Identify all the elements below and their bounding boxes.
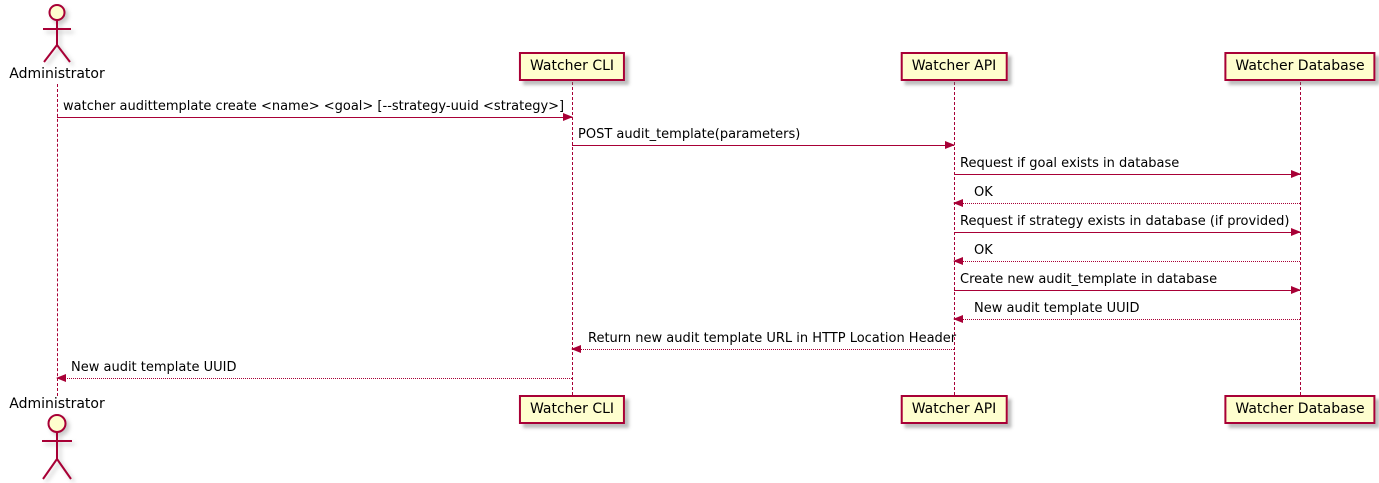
message-line (954, 203, 1300, 204)
message-line (954, 290, 1300, 291)
message-label: OK (974, 243, 993, 258)
message-label: Return new audit template URL in HTTP Lo… (588, 331, 957, 346)
actor-label: Administrator (9, 66, 105, 82)
participant-watcher-cli: Watcher CLI (518, 52, 626, 81)
arrowhead-icon (1291, 286, 1301, 294)
arrowhead-icon (1291, 228, 1301, 236)
message-line (954, 232, 1300, 233)
arrowhead-icon (563, 113, 573, 121)
message-line (954, 319, 1300, 320)
arrowhead-icon (945, 141, 955, 149)
arrowhead-icon (1291, 170, 1301, 178)
participant-watcher-database: Watcher Database (1224, 52, 1376, 81)
lifeline-watcher-cli (572, 82, 573, 395)
message-line (954, 174, 1300, 175)
arrowhead-icon (953, 315, 963, 323)
arrowhead-icon (953, 257, 963, 265)
actor-icon (43, 4, 71, 63)
lifeline-watcher-database (1300, 82, 1301, 395)
message-label: Request if goal exists in database (960, 156, 1180, 171)
message-label: Create new audit_template in database (960, 272, 1218, 287)
arrowhead-icon (571, 345, 581, 353)
lifeline-watcher-api (954, 82, 955, 395)
participant-watcher-cli: Watcher CLI (518, 395, 626, 424)
message-label: New audit template UUID (974, 301, 1140, 316)
arrowhead-icon (953, 199, 963, 207)
message-line (57, 117, 572, 118)
participant-watcher-api: Watcher API (900, 395, 1008, 424)
participant-watcher-database: Watcher Database (1224, 395, 1376, 424)
message-label: POST audit_template(parameters) (578, 127, 801, 142)
message-label: Request if strategy exists in database (… (960, 214, 1290, 229)
message-label: watcher audittemplate create <name> <goa… (63, 99, 565, 114)
message-label: New audit template UUID (71, 360, 237, 375)
arrowhead-icon (56, 374, 66, 382)
actor-icon (42, 414, 72, 480)
message-line (572, 349, 954, 350)
participant-watcher-api: Watcher API (900, 52, 1008, 81)
message-line (57, 378, 572, 379)
message-line (572, 145, 954, 146)
message-line (954, 261, 1300, 262)
lifeline-administrator (57, 84, 58, 396)
actor-label: Administrator (9, 396, 105, 412)
message-label: OK (974, 185, 993, 200)
